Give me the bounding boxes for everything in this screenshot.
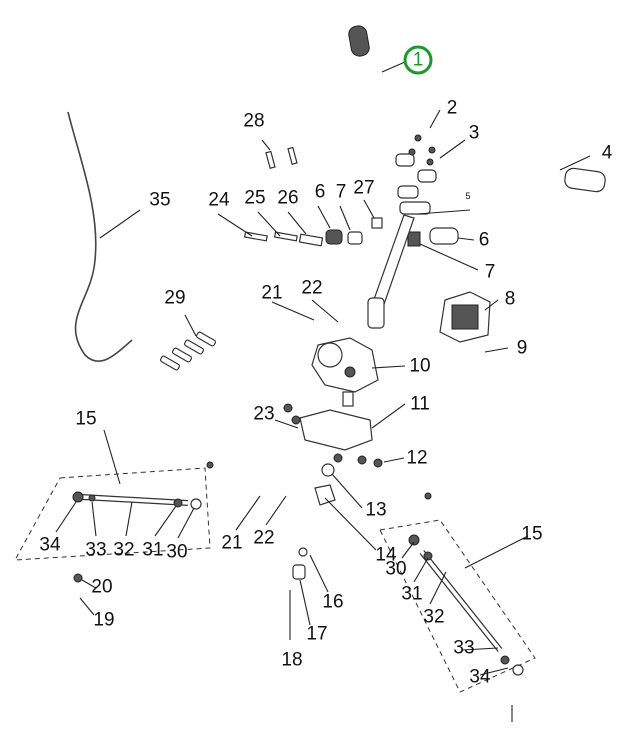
callout-26: 26	[277, 188, 298, 209]
leader-lines	[55, 61, 591, 676]
callout-22-upper: 22	[301, 278, 322, 299]
callout-34-left: 34	[39, 535, 61, 556]
callout-25: 25	[244, 188, 265, 209]
control-module	[439, 291, 491, 343]
callout-19: 19	[93, 610, 114, 631]
callout-20: 20	[91, 577, 112, 598]
callout-35: 35	[149, 190, 170, 211]
callout-12: 12	[406, 448, 427, 469]
pins	[159, 146, 383, 371]
steering-shaft	[367, 214, 415, 329]
callout-30-left: 30	[166, 542, 187, 563]
callout-labels: 1 2 3 4 5 6 7 8 9 10 11 12 13 14 15 15 1…	[39, 50, 612, 688]
callout-2: 2	[447, 98, 458, 119]
callout-22-lower: 22	[253, 528, 274, 549]
callout-6: 6	[479, 230, 490, 251]
callout-16: 16	[322, 592, 343, 613]
tie-rod-right	[379, 492, 536, 722]
callout-7-left: 7	[336, 182, 347, 203]
handlebar-clamps	[395, 134, 459, 247]
pitman-arm	[289, 463, 336, 640]
callout-9: 9	[517, 338, 528, 359]
grip-right	[564, 167, 606, 193]
callout-34-right: 34	[469, 667, 491, 688]
callout-31-left: 31	[142, 540, 163, 561]
callout-32-right: 32	[423, 607, 444, 628]
callout-8: 8	[505, 289, 516, 310]
callout-13: 13	[365, 500, 386, 521]
gearbox	[311, 337, 379, 407]
callout-27: 27	[353, 178, 374, 199]
callout-24: 24	[208, 190, 230, 211]
callout-31-right: 31	[401, 584, 422, 605]
callout-3: 3	[469, 123, 480, 144]
callout-29: 29	[164, 288, 185, 309]
nut-20	[73, 573, 83, 583]
callout-33-right: 33	[453, 638, 474, 659]
callout-32-left: 32	[113, 540, 134, 561]
bracket	[283, 403, 383, 468]
callout-11: 11	[410, 394, 430, 415]
callout-7: 7	[485, 262, 496, 283]
callout-33-left: 33	[85, 540, 106, 561]
callout-17: 17	[306, 624, 327, 645]
highlight-circle	[403, 45, 433, 75]
callout-21-lower: 21	[221, 533, 242, 554]
callout-6-left: 6	[315, 182, 326, 203]
callout-14: 14	[375, 545, 397, 566]
callout-10: 10	[409, 356, 430, 377]
callout-21-upper: 21	[261, 283, 282, 304]
callout-5: 5	[465, 191, 470, 201]
callout-28: 28	[243, 111, 264, 132]
callout-23: 23	[253, 404, 274, 425]
callout-30-right: 30	[385, 559, 406, 580]
callout-4: 4	[602, 143, 613, 164]
callout-15-left: 15	[75, 409, 96, 430]
tie-rod-left	[14, 461, 214, 561]
throttle-cable	[67, 111, 133, 362]
callout-15-right: 15	[521, 524, 542, 545]
callout-1: 1	[413, 50, 424, 71]
callout-18: 18	[281, 650, 302, 671]
